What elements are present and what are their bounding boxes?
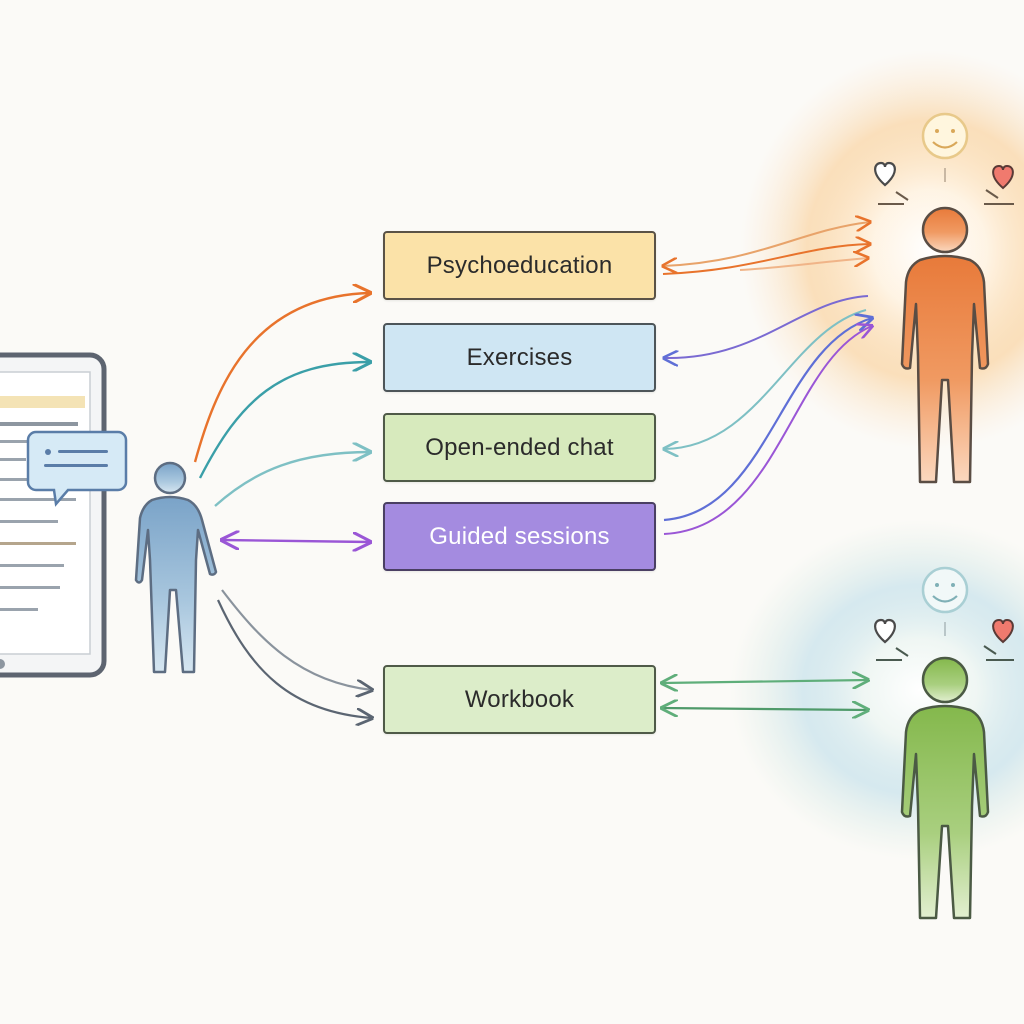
connector-user-exercises [198,362,370,479]
happy-person-green-icon [874,566,1014,920]
chat-bubble-icon [26,430,128,507]
node-label: Workbook [464,685,575,713]
connector-open-ended-chat-orange-person [664,309,867,449]
connector-exercises-orange-person [664,295,869,358]
node-label: Guided sessions [429,522,610,550]
heart-icon [992,618,1014,644]
node-label: Psychoeducation [426,251,613,279]
connector-psychoeducation-orange-person [663,222,870,275]
heart-icon [874,161,896,187]
connector-workbook-green-person [662,680,868,710]
connector-user-open-ended-chat [214,452,370,507]
node-open-ended-chat: Open-ended chat [383,413,656,482]
smiley-icon [921,112,969,160]
orange-glow [740,50,1024,450]
node-exercises: Exercises [383,323,656,392]
node-workbook: Workbook [383,665,656,734]
tablet-icon [0,352,107,678]
happy-person-orange-icon [874,112,1014,484]
node-label: Open-ended chat [425,433,614,461]
heart-icon [992,164,1014,190]
node-guided-sessions: Guided sessions [383,502,656,571]
connector-user-psychoeducation [193,293,370,463]
heart-icon [874,618,896,644]
smiley-icon [921,566,969,614]
connector-user-workbook [216,589,372,718]
connector-guided-sessions-orange-person [663,318,872,535]
node-label: Exercises [466,343,573,371]
user-person-icon [134,461,218,674]
connector-user-guided-sessions [222,540,370,542]
node-psychoeducation: Psychoeducation [383,231,656,300]
